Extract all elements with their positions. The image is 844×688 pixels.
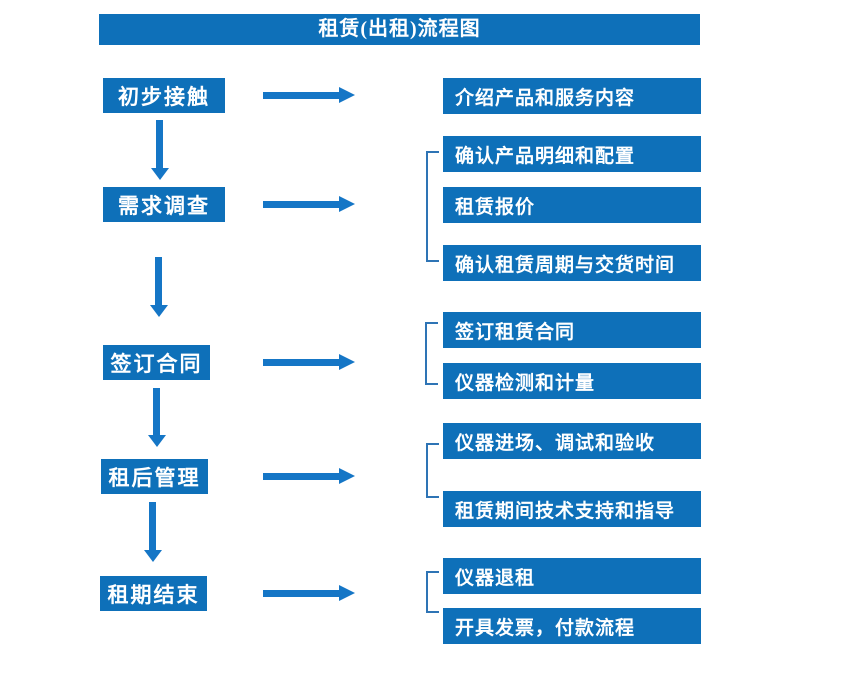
detail-box: 仪器检测和计量 [443,363,701,399]
arrow-shaft [263,92,340,99]
step-box-rental-end: 租期结束 [100,576,207,611]
detail-box: 租赁期间技术支持和指导 [443,491,701,527]
right-arrow [263,468,355,485]
right-arrow [263,354,355,371]
arrow-shaft [263,359,340,366]
step-box-sign-contract: 签订合同 [103,345,210,380]
detail-box: 开具发票，付款流程 [443,608,701,644]
arrow-shaft [263,590,340,597]
step-box-post-rental-management: 租后管理 [101,459,208,494]
arrow-head-icon [339,87,355,103]
arrow-head-icon [148,435,166,447]
detail-box: 确认租赁周期与交货时间 [443,245,701,281]
arrow-shaft [155,257,162,305]
arrow-shaft [153,388,160,435]
group-bracket [426,151,439,262]
right-arrow [263,585,355,602]
down-arrow [144,502,162,562]
down-arrow [150,257,168,317]
group-bracket [426,571,439,613]
detail-box: 仪器进场、调试和验收 [443,423,701,459]
arrow-shaft [263,201,340,208]
detail-box: 介绍产品和服务内容 [443,78,701,114]
arrow-head-icon [151,168,169,180]
arrow-shaft [263,473,340,480]
arrow-head-icon [339,468,355,484]
down-arrow [148,388,166,447]
group-bracket [426,443,439,498]
arrow-head-icon [339,196,355,212]
group-bracket [425,322,438,385]
down-arrow [151,120,169,180]
arrow-shaft [156,120,163,168]
arrow-shaft [149,502,156,550]
detail-box: 确认产品明细和配置 [443,136,701,172]
detail-box: 签订租赁合同 [443,312,701,348]
step-box-demand-survey: 需求调查 [103,187,225,222]
detail-box: 租赁报价 [443,187,701,223]
step-box-initial-contact: 初步接触 [103,78,225,113]
right-arrow [263,87,355,104]
arrow-head-icon [339,354,355,370]
arrow-head-icon [150,305,168,317]
detail-box: 仪器退租 [443,558,701,594]
arrow-head-icon [339,585,355,601]
arrow-head-icon [144,550,162,562]
right-arrow [263,196,355,213]
diagram-title: 租赁(出租)流程图 [99,14,700,45]
